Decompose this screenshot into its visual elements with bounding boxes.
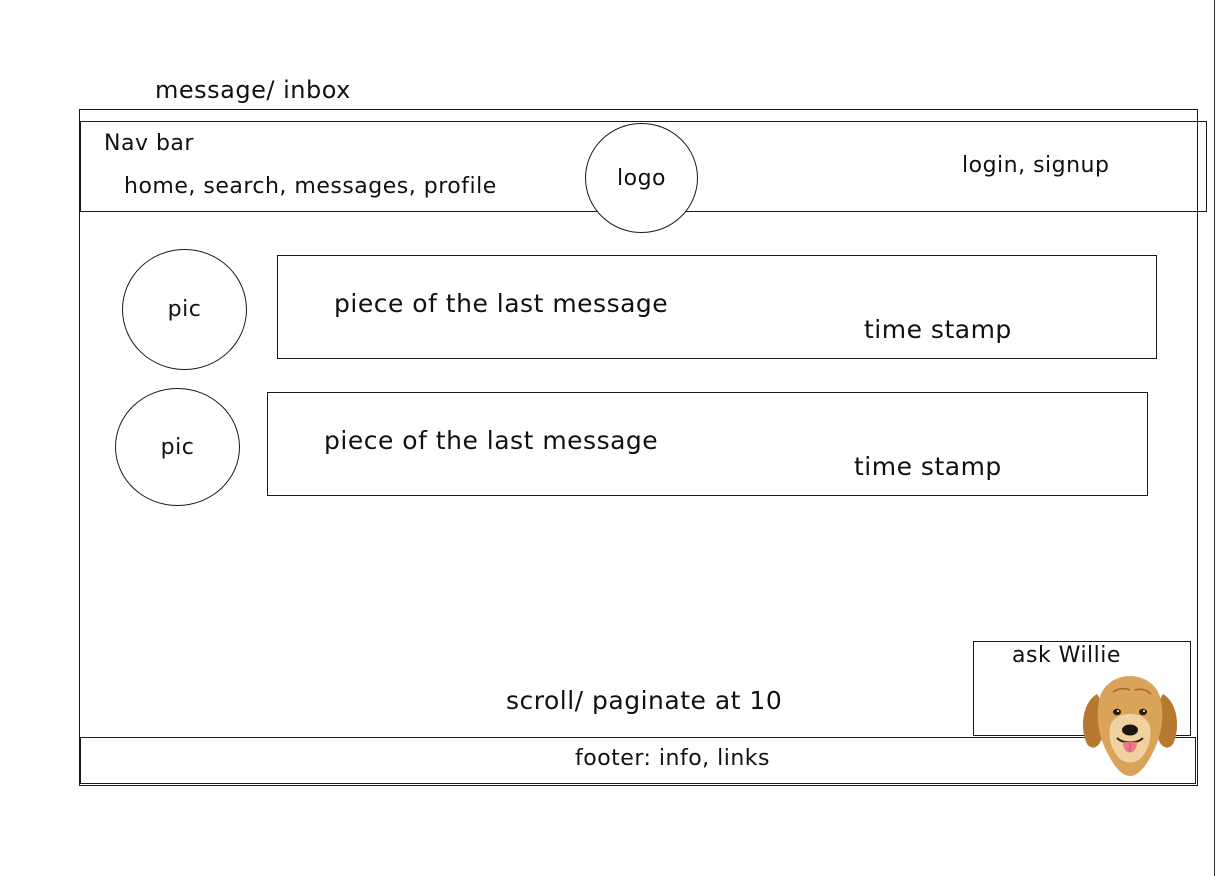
message-snippet: piece of the last message [334, 289, 669, 318]
avatar[interactable]: pic [122, 249, 247, 370]
ask-willie-label: ask Willie [1012, 643, 1121, 668]
message-timestamp: time stamp [854, 452, 1002, 481]
logo-label: logo [617, 165, 666, 191]
logo[interactable]: logo [585, 123, 698, 233]
page-frame [79, 109, 1198, 786]
nav-bar-label: Nav bar [104, 131, 194, 156]
golden-retriever-icon[interactable] [1075, 672, 1185, 780]
message-timestamp: time stamp [864, 315, 1012, 344]
login-signup-links[interactable]: login, signup [962, 153, 1110, 178]
ask-willie-widget[interactable] [973, 641, 1191, 736]
message-snippet: piece of the last message [324, 426, 659, 455]
footer-text: footer: info, links [575, 746, 771, 771]
pagination-note: scroll/ paginate at 10 [506, 686, 783, 715]
canvas-edge-line [1214, 0, 1215, 876]
avatar[interactable]: pic [115, 388, 240, 506]
nav-links[interactable]: home, search, messages, profile [124, 174, 497, 199]
footer [80, 737, 1196, 784]
avatar-label: pic [167, 297, 202, 322]
message-preview[interactable]: piece of the last message time stamp [277, 255, 1157, 359]
page-title: message/ inbox [155, 76, 351, 104]
message-preview[interactable]: piece of the last message time stamp [267, 392, 1148, 496]
avatar-label: pic [160, 434, 195, 460]
